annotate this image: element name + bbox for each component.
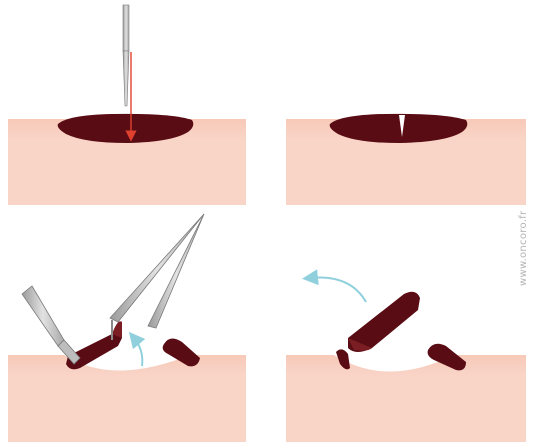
skin-block-with-cavity bbox=[8, 355, 246, 442]
removal-arrow bbox=[310, 278, 366, 303]
watermark: www.oncoro.fr bbox=[518, 211, 529, 286]
panel-2-incised bbox=[286, 114, 526, 205]
scalpel-icon bbox=[22, 286, 80, 364]
lift-arrow bbox=[134, 338, 142, 366]
forceps-icon bbox=[110, 214, 204, 340]
panel-1-incision bbox=[8, 5, 246, 205]
skin-block-with-cavity bbox=[286, 355, 526, 442]
panel-3-lifting bbox=[8, 214, 246, 442]
needle-icon bbox=[123, 5, 129, 106]
panel-4-removal bbox=[286, 278, 526, 443]
